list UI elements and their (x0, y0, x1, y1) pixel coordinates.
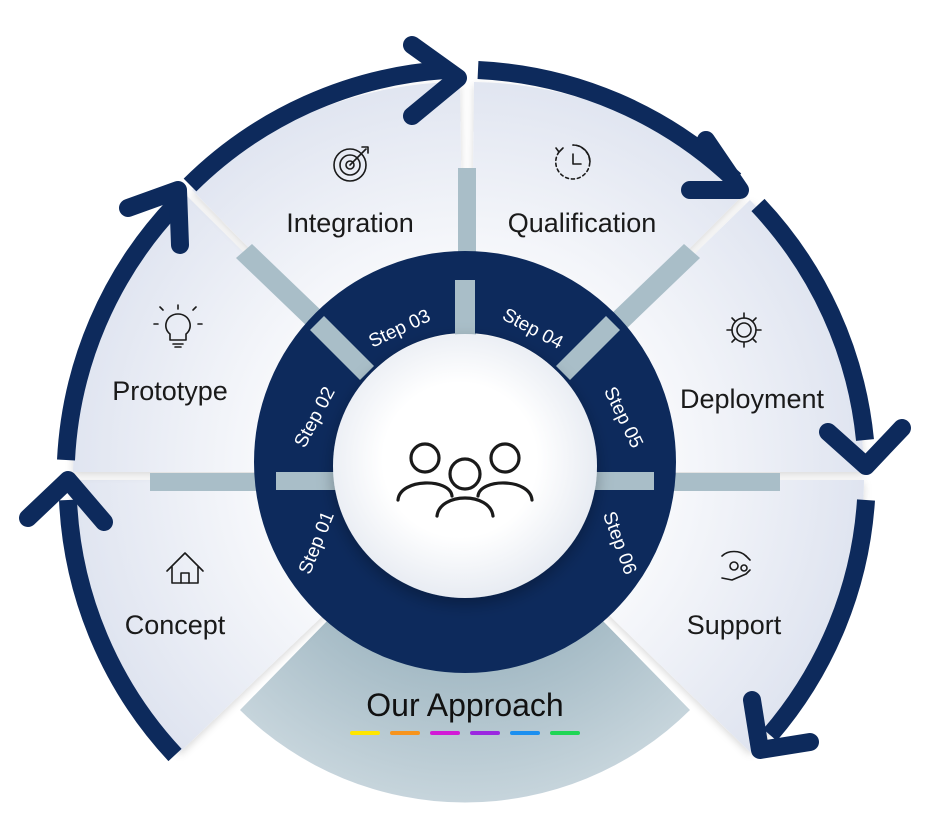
arrowhead-qualification (681, 131, 749, 199)
sector-label-integration: Integration (286, 208, 414, 238)
gear-icon (726, 312, 762, 348)
arrowhead-concept (19, 471, 113, 531)
people-group-icon (396, 442, 534, 518)
hand-coins-icon (721, 550, 751, 581)
arrow-prototype (57, 198, 182, 461)
arrow-deployment (751, 198, 874, 441)
cycle-arrows (57, 61, 875, 762)
arrow-concept (59, 499, 182, 762)
center-hub (333, 334, 597, 598)
clock-icon (554, 144, 591, 180)
sector-label-qualification: Qualification (508, 208, 657, 238)
arrowhead-prototype (119, 181, 189, 254)
arrow-integration (183, 61, 446, 192)
sector-label-deployment: Deployment (680, 384, 825, 414)
sector-label-support: Support (687, 610, 782, 640)
target-icon (333, 146, 369, 182)
home-icon (166, 552, 204, 584)
arrowhead-support (743, 691, 819, 759)
arrowhead-integration (403, 36, 467, 125)
arrowhead-deployment (819, 419, 911, 475)
sector-label-prototype: Prototype (112, 376, 228, 406)
lightbulb-icon (153, 304, 203, 348)
ring-dividers (276, 280, 654, 490)
sector-label-concept: Concept (125, 610, 226, 640)
arrow-heads (19, 36, 911, 759)
arrow-support (763, 499, 875, 741)
center-title: Our Approach (366, 687, 563, 723)
